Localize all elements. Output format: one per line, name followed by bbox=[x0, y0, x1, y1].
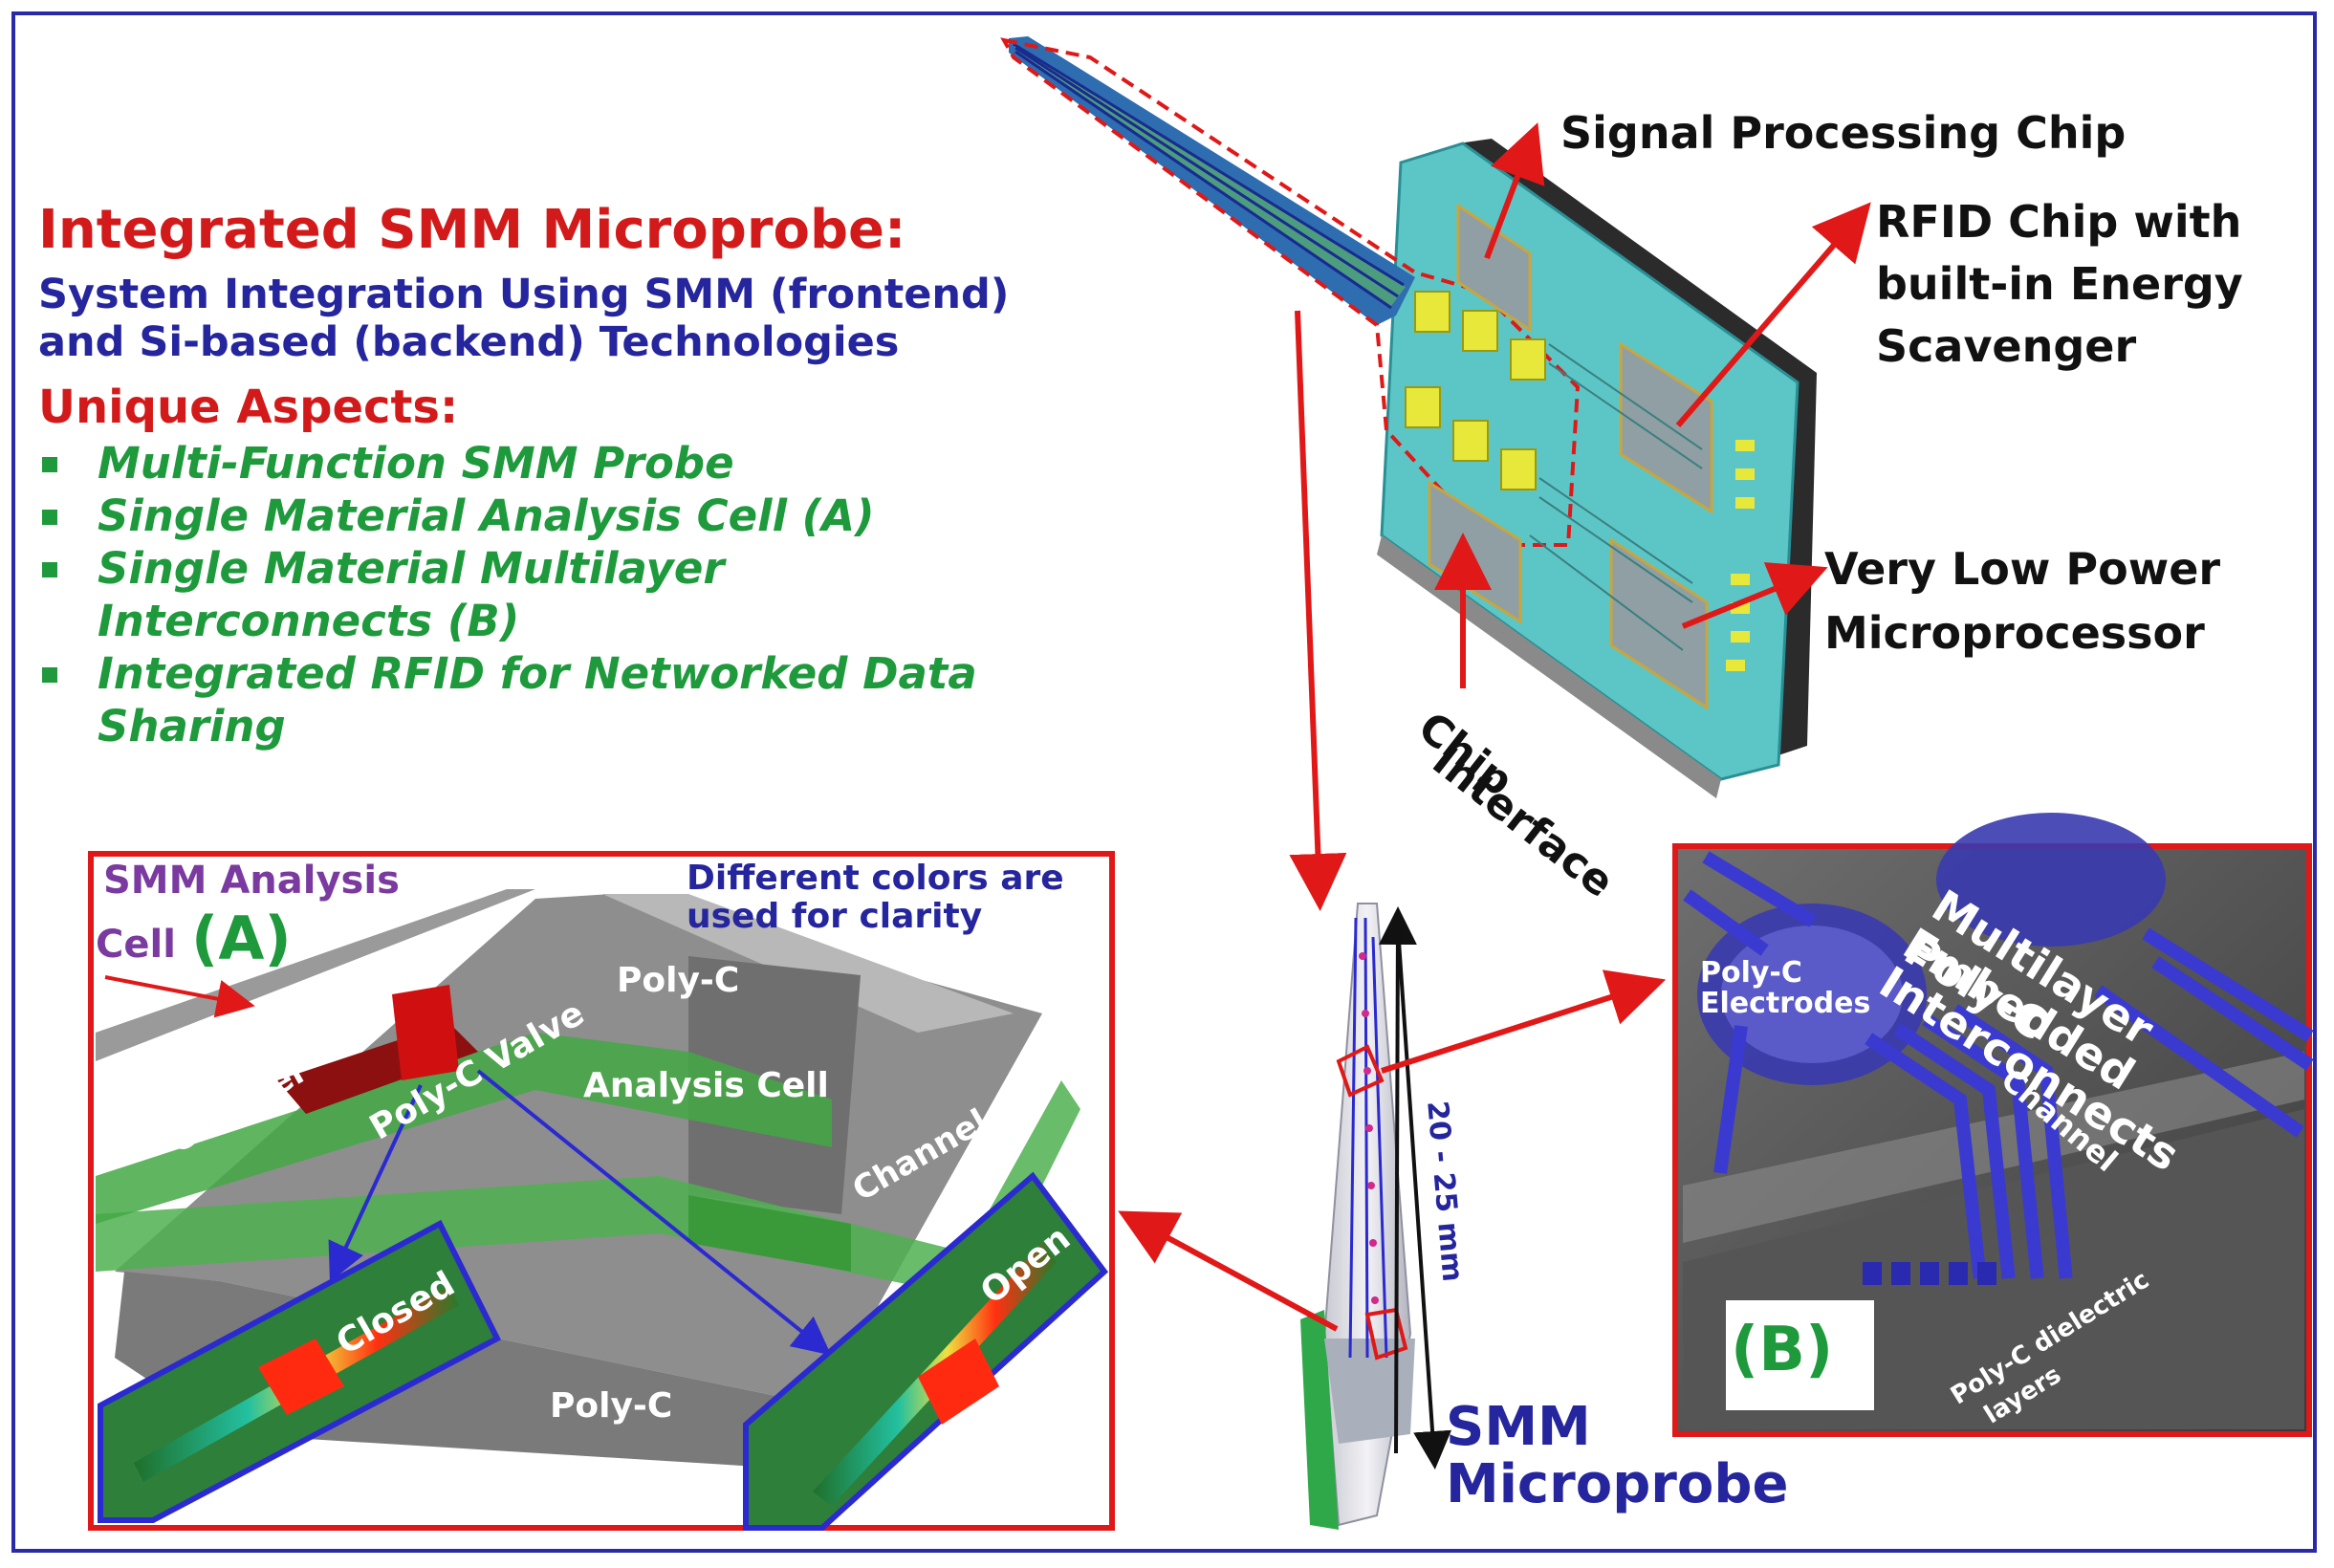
microprobe-graphic bbox=[1118, 903, 1667, 1530]
subtitle-line-2: and Si-based (backend) Technologies bbox=[38, 318, 900, 366]
label-microprocessor-line-2: Microprocessor bbox=[1824, 607, 2205, 659]
aspect-item: Single Material Analysis Cell (A) bbox=[98, 490, 875, 541]
chip-arrows bbox=[1289, 122, 1871, 911]
label-electrodes-line-2: Electrodes bbox=[1700, 987, 1871, 1020]
subtitle-line-1: System Integration Using SMM (frontend) bbox=[38, 271, 1010, 318]
main-title: Integrated SMM Microprobe: bbox=[38, 199, 906, 261]
label-rfid-line-2: built-in Energy bbox=[1876, 258, 2243, 310]
panel-a-title-line-1: SMM Analysis bbox=[103, 859, 400, 903]
outer-frame bbox=[11, 11, 2317, 1553]
bullet-icon bbox=[42, 510, 57, 525]
label-signal-processing-chip: Signal Processing Chip bbox=[1560, 107, 2127, 159]
aspect-item: Multi-Function SMM Probe bbox=[98, 438, 734, 489]
panel-a-graphic bbox=[88, 851, 1115, 1531]
label-polyc-top: Poly-C bbox=[617, 961, 740, 1000]
panel-a-note-line-2: used for clarity bbox=[687, 897, 983, 936]
panel-b-graphic bbox=[1672, 813, 2314, 1437]
panel-a-note-line-1: Different colors are bbox=[687, 859, 1064, 898]
panel-a-letter: (A) bbox=[191, 904, 292, 973]
label-rfid-line-1: RFID Chip with bbox=[1876, 196, 2242, 248]
bullet-icon bbox=[42, 457, 57, 472]
aspect-item-cont: Interconnects (B) bbox=[98, 596, 520, 646]
bullet-icon bbox=[42, 562, 57, 577]
bullet-icon bbox=[42, 667, 57, 683]
aspects-heading: Unique Aspects: bbox=[38, 381, 459, 434]
label-analysis-cell: Analysis Cell bbox=[583, 1066, 829, 1105]
label-microprocessor-line-1: Very Low Power bbox=[1824, 543, 2221, 595]
label-electrodes-line-1: Poly-C bbox=[1700, 956, 1802, 990]
aspect-item: Integrated RFID for Networked Data bbox=[98, 648, 977, 699]
panel-a-title-line-2: Cell bbox=[96, 923, 176, 967]
probe-label-line-1: SMM bbox=[1446, 1396, 1591, 1458]
probe-label-line-2: Microprobe bbox=[1446, 1453, 1789, 1515]
label-polyc-bottom: Poly-C bbox=[550, 1386, 673, 1426]
label-rfid-line-3: Scavenger bbox=[1876, 320, 2137, 372]
aspect-item-cont: Sharing bbox=[98, 701, 286, 751]
aspect-item: Single Material Multilayer bbox=[98, 543, 725, 594]
panel-b-letter: (B) bbox=[1731, 1315, 1834, 1385]
